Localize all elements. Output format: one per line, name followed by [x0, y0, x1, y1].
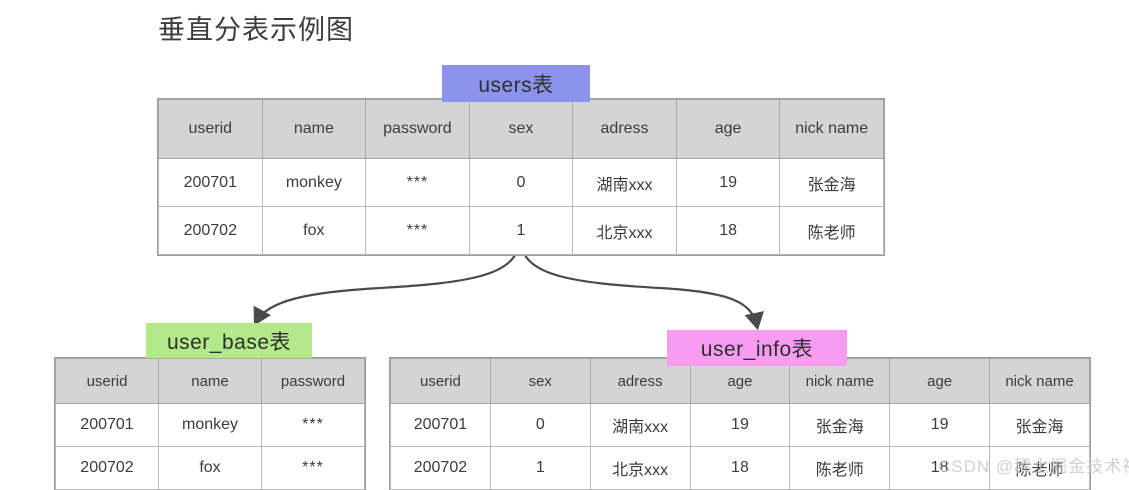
cell: 200701 [390, 403, 491, 447]
column-header: age [889, 358, 991, 404]
table-row: 200702 1 北京xxx 18 陈老师 18 陈老师 [390, 446, 1090, 490]
cell: 陈老师 [779, 206, 884, 255]
arrow-to-user-base [253, 244, 521, 326]
cell: 18 [889, 446, 991, 490]
cell: 张金海 [789, 403, 891, 447]
table-header-row: userid name password [55, 358, 365, 404]
cell: 19 [889, 403, 991, 447]
table-row: 200702 fox *** 1 北京xxx 18 陈老师 [158, 206, 884, 255]
cell: *** [261, 403, 365, 447]
cell: 18 [689, 446, 791, 490]
cell: 1 [468, 206, 574, 255]
column-header: nick name [779, 99, 884, 159]
cell: 200701 [55, 403, 159, 447]
table-users: userid name password sex adress age nick… [158, 99, 884, 255]
column-header: age [675, 99, 781, 159]
table-row: 200701 monkey *** [55, 403, 365, 447]
cell: *** [365, 158, 470, 207]
table-row: 200701 monkey *** 0 湖南xxx 19 张金海 [158, 158, 884, 207]
column-header: password [365, 99, 470, 159]
page-title: 垂直分表示例图 [158, 15, 354, 45]
cell: 张金海 [989, 403, 1090, 447]
table-row: 200702 fox *** [55, 446, 365, 490]
watermark: CSDN @稀土掘金技术社区 [938, 457, 1129, 476]
cell: 200702 [390, 446, 491, 490]
cell: 湖南xxx [572, 158, 677, 207]
column-header: userid [158, 99, 263, 159]
cell: 19 [689, 403, 791, 447]
cell: *** [261, 446, 365, 490]
cell: 张金海 [779, 158, 884, 207]
cell: 北京xxx [589, 446, 691, 490]
label-user-info-table: user_info表 [667, 330, 847, 366]
column-header: sex [468, 99, 574, 159]
cell: *** [365, 206, 470, 255]
cell: 北京xxx [572, 206, 677, 255]
cell: monkey [158, 403, 262, 447]
cell: 200702 [55, 446, 159, 490]
table-row: 200701 0 湖南xxx 19 张金海 19 张金海 [390, 403, 1090, 447]
column-header: userid [55, 358, 159, 404]
table-user-info: userid sex adress age nick name age nick… [390, 358, 1090, 490]
cell: 19 [675, 158, 781, 207]
table-header-row: userid sex adress age nick name age nick… [390, 358, 1090, 404]
cell: 18 [675, 206, 781, 255]
cell: 陈老师 [789, 446, 891, 490]
table-user-base: userid name password 200701 monkey *** 2… [55, 358, 365, 490]
column-header: sex [489, 358, 591, 404]
arrow-to-user-info [519, 244, 764, 331]
cell: 陈老师 [989, 446, 1090, 490]
column-header: name [261, 99, 367, 159]
cell: 0 [468, 158, 574, 207]
cell: 200701 [158, 158, 263, 207]
cell: monkey [261, 158, 367, 207]
cell: fox [261, 206, 367, 255]
table-header-row: userid name password sex adress age nick… [158, 99, 884, 159]
column-header: userid [390, 358, 491, 404]
label-users-table: users表 [442, 65, 590, 102]
column-header: nick name [989, 358, 1090, 404]
cell: 1 [489, 446, 591, 490]
column-header: name [158, 358, 262, 404]
cell: 0 [489, 403, 591, 447]
label-user-base-table: user_base表 [146, 323, 312, 358]
cell: fox [158, 446, 262, 490]
column-header: password [261, 358, 365, 404]
cell: 200702 [158, 206, 263, 255]
column-header: adress [572, 99, 677, 159]
cell: 湖南xxx [589, 403, 691, 447]
